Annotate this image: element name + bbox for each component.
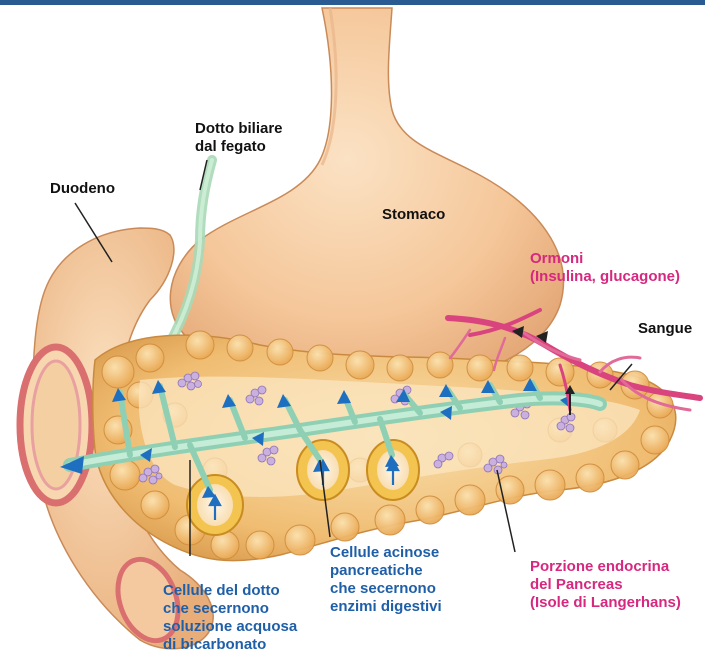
label-ormoni: Ormoni (Insulina, glucagone) — [530, 250, 680, 286]
label-duodeno: Duodeno — [50, 180, 115, 198]
label-cellule-dotto: Cellule del dotto che secernono soluzion… — [163, 582, 297, 654]
label-sangue: Sangue — [638, 320, 692, 338]
label-dotto-biliare: Dotto biliare dal fegato — [195, 120, 283, 156]
label-porzione-endocrina: Porzione endocrina del Pancreas (Isole d… — [530, 558, 681, 612]
label-cellule-acinose: Cellule acinose pancreatiche che secerno… — [330, 544, 442, 616]
top-bar — [0, 0, 705, 5]
label-stomaco: Stomaco — [382, 206, 445, 224]
